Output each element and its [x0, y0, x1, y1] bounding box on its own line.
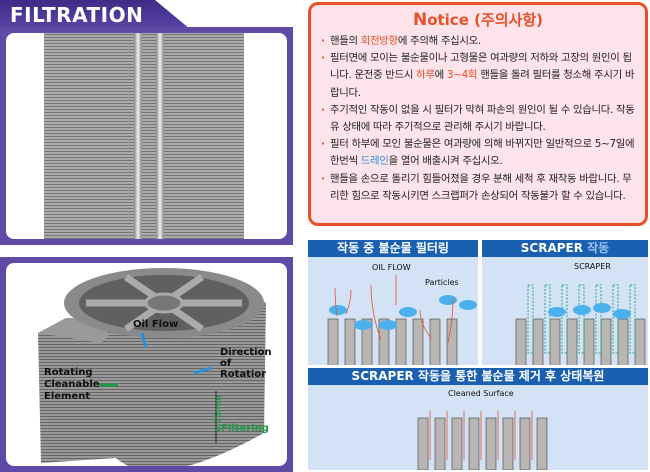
particle — [593, 303, 611, 313]
filter-bars — [327, 274, 477, 365]
oil-flow-line — [419, 309, 432, 339]
particle — [548, 307, 566, 317]
notice-item: 핸들을 손으로 돌리기 힘들어졌을 경우 분해 세척 후 재작동 바랍니다. 무… — [321, 171, 635, 205]
scraper-diagram-title: SCRAPER 작동 — [482, 240, 648, 257]
scraper-blade — [544, 284, 551, 354]
element-illustration — [38, 268, 266, 466]
particle — [354, 320, 372, 330]
scraper-blade — [527, 284, 534, 354]
filter-bar — [327, 318, 339, 365]
particle — [613, 309, 631, 319]
particle — [439, 295, 457, 305]
element-diagram-frame: Oil Flow Direction of Rotatior Rotating … — [0, 257, 293, 472]
filtering-label: Filtering — [221, 423, 269, 434]
rod — [134, 33, 142, 239]
scraper-bars — [515, 284, 646, 365]
filter-bar — [536, 417, 548, 470]
filter-bar — [532, 318, 544, 365]
oil-flow-line — [334, 287, 338, 317]
filter-bar — [549, 318, 561, 365]
filter-bar — [378, 318, 390, 365]
notice-item: 주기적인 작동이 없을 시 필터가 막혀 파손의 원인이 될 수 있습니다. 작… — [321, 102, 635, 136]
filter-bar — [361, 318, 373, 365]
filtering-diagram-title: 작동 중 불순물 필터링 — [308, 240, 478, 257]
scraper-blade — [561, 284, 568, 354]
particles-text: Particles — [425, 278, 459, 287]
filter-bar — [417, 417, 429, 470]
clean-bars — [417, 411, 548, 470]
filter-bar — [600, 318, 612, 365]
scraper-blade — [578, 284, 585, 354]
filter-bar — [395, 318, 407, 365]
filter-bar — [583, 318, 595, 365]
oil-flow-line — [345, 289, 352, 315]
filter-bar — [502, 417, 514, 470]
oil-flow-line — [370, 284, 382, 341]
notice-title: Notice (주의사항) — [412, 10, 544, 30]
filter-bar — [429, 318, 441, 365]
filtration-title: FILTRATION — [10, 3, 144, 27]
filter-bar — [515, 318, 527, 365]
scraper-blade — [595, 284, 602, 354]
filter-bar — [344, 318, 356, 365]
restored-diagram: SCRAPER 작동을 통한 불순물 제거 후 상태복원 Cleaned Sur… — [308, 368, 648, 470]
filter-bar — [468, 417, 480, 470]
oil-flow-text: OIL FLOW — [372, 263, 411, 272]
oil-flow-line — [447, 297, 454, 344]
notice-item: 필터 하부에 모인 불순물은 여과량에 의해 바뀌지만 일반적으로 5~7일에 … — [321, 136, 635, 170]
particle — [459, 300, 477, 310]
direction-label: Direction of Rotatior — [220, 347, 272, 380]
filter-bar — [519, 417, 531, 470]
scraper-diagram: SCRAPER 작동 SCRAPER — [482, 240, 648, 365]
scraper-blade — [629, 284, 636, 354]
filter-photo-frame — [0, 27, 293, 245]
filter-bar — [434, 417, 446, 470]
restored-diagram-title: SCRAPER 작동을 통한 불순물 제거 후 상태복원 — [308, 368, 648, 385]
oil-flow-label: Oil Flow — [133, 319, 179, 330]
scraper-blade — [612, 284, 619, 354]
particle — [329, 305, 347, 315]
scraper-text: SCRAPER — [574, 262, 611, 271]
filtration-tab: FILTRATION — [0, 0, 190, 29]
notice-item: 필터면에 모이는 불순물이나 고형물은 여과량의 저하와 고장의 원인이 됩니다… — [321, 50, 635, 102]
cleaned-surface-text: Cleaned Surface — [448, 389, 514, 398]
notice-box: Notice (주의사항) 핸들의 회전방향에 주의해 주십시오. 필터면에 모… — [308, 2, 648, 226]
filter-bar — [412, 318, 424, 365]
rod — [156, 33, 164, 239]
filter-bar — [634, 318, 646, 365]
filtering-diagram: 작동 중 불순물 필터링 OIL FLOW Particles — [308, 240, 478, 365]
filter-photo — [44, 33, 244, 239]
notice-item: 핸들의 회전방향에 주의해 주십시오. — [321, 33, 635, 50]
filter-bar — [617, 318, 629, 365]
particle — [399, 307, 417, 317]
filter-bar — [566, 318, 578, 365]
element-label: Rotating Cleanable Element — [44, 367, 100, 402]
filter-bar — [451, 417, 463, 470]
rotation-arrow — [193, 366, 212, 375]
particle — [379, 320, 397, 330]
particle — [573, 305, 591, 315]
oil-flow-arrow — [140, 332, 148, 349]
filter-bar — [485, 417, 497, 470]
